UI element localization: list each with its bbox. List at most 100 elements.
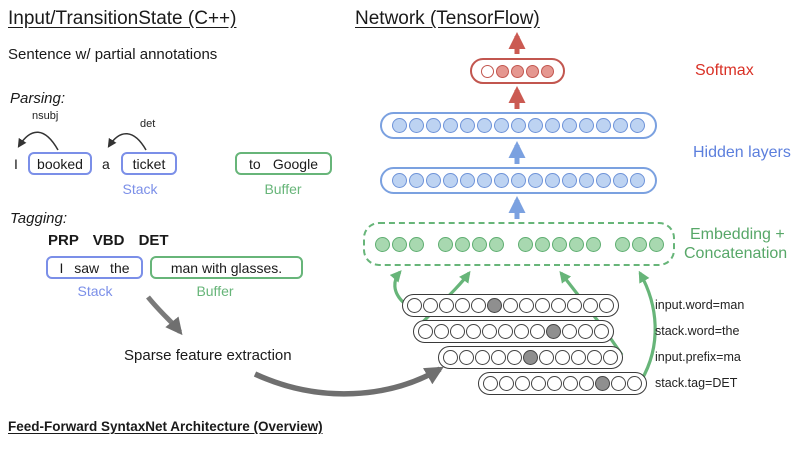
- parse-buffer-box: to Google: [235, 152, 332, 175]
- unit-circle: [551, 236, 567, 252]
- parse-word-a: a: [102, 156, 110, 172]
- unit-circle: [579, 376, 594, 391]
- unit-circle: [562, 173, 577, 188]
- unit-circle: [627, 376, 642, 391]
- unit-circle: [523, 350, 538, 365]
- feature1-to-embedding-arrow: [389, 270, 406, 305]
- sparse-extraction-label: Sparse feature extraction: [124, 347, 292, 364]
- parse-stack-box-booked: booked: [28, 152, 92, 175]
- unit-circle: [515, 376, 530, 391]
- tagging-buffer-label: Buffer: [196, 283, 234, 299]
- unit-circle: [567, 298, 582, 313]
- unit-circle: [528, 173, 543, 188]
- tagging-buffer-box: man with glasses.: [150, 256, 303, 279]
- unit-circle: [555, 350, 570, 365]
- unit-circle: [443, 173, 458, 188]
- sparse-vector-3: [438, 346, 623, 369]
- unit-circle: [519, 298, 534, 313]
- unit-circle: [648, 236, 664, 252]
- right-title: Network (TensorFlow): [355, 8, 540, 29]
- unit-circle: [578, 324, 593, 339]
- unit-circle: [481, 64, 494, 78]
- unit-circle: [455, 298, 470, 313]
- unit-circle: [511, 173, 526, 188]
- unit-circle: [535, 298, 550, 313]
- unit-circle: [499, 376, 514, 391]
- unit-circle: [482, 324, 497, 339]
- parse-word-i: I: [14, 156, 18, 172]
- unit-circle: [408, 236, 424, 252]
- hidden-layers-label: Hidden layers: [693, 144, 791, 161]
- nsubj-arc: [17, 131, 59, 151]
- unit-circle: [579, 118, 594, 133]
- unit-circle: [487, 298, 502, 313]
- subtitle: Sentence w/ partial annotations: [8, 46, 218, 63]
- sparse-vector-4: [478, 372, 647, 395]
- parsing-label: Parsing:: [10, 90, 66, 107]
- hidden-layer-1: [380, 112, 657, 139]
- unit-circle: [496, 64, 509, 78]
- tagging-stack-box: I saw the: [46, 256, 143, 279]
- unit-circle: [437, 236, 453, 252]
- unit-circle: [630, 173, 645, 188]
- embedding-layer: [363, 222, 675, 266]
- unit-circle: [471, 236, 487, 252]
- unit-circle: [494, 118, 509, 133]
- sparse-to-network-arrow: [253, 366, 444, 397]
- unit-circle: [439, 298, 454, 313]
- unit-circle: [483, 376, 498, 391]
- unit-circle: [443, 350, 458, 365]
- unit-circle: [392, 118, 407, 133]
- unit-circle: [545, 173, 560, 188]
- unit-circle: [613, 173, 628, 188]
- unit-circle: [534, 236, 550, 252]
- unit-circle: [426, 173, 441, 188]
- footer-caption: Feed-Forward SyntaxNet Architecture (Ove…: [8, 419, 323, 434]
- softmax-label: Softmax: [695, 62, 754, 79]
- unit-circle: [562, 324, 577, 339]
- unit-circle: [514, 324, 529, 339]
- unit-circle: [583, 298, 598, 313]
- unit-circle: [526, 64, 539, 78]
- unit-circle: [599, 298, 614, 313]
- unit-circle: [563, 376, 578, 391]
- unit-circle: [466, 324, 481, 339]
- unit-circle: [450, 324, 465, 339]
- unit-circle: [511, 64, 524, 78]
- sparse-feature-label-4: stack.tag=DET: [655, 376, 738, 390]
- unit-circle: [614, 236, 630, 252]
- unit-circle: [630, 118, 645, 133]
- unit-circle: [595, 376, 610, 391]
- unit-circle: [541, 64, 554, 78]
- unit-circle: [531, 376, 546, 391]
- unit-circle: [594, 324, 609, 339]
- unit-circle: [562, 118, 577, 133]
- unit-circle: [477, 173, 492, 188]
- pos-tags: PRP VBD DET: [48, 232, 169, 249]
- unit-circle: [460, 173, 475, 188]
- unit-circle: [392, 173, 407, 188]
- unit-circle: [459, 350, 474, 365]
- parse-buffer-label: Buffer: [264, 181, 302, 197]
- sparse-feature-label-1: input.word=man: [655, 298, 745, 312]
- unit-circle: [434, 324, 449, 339]
- parse-stack-box-ticket: ticket: [121, 152, 177, 175]
- tagging-label: Tagging:: [10, 210, 67, 227]
- embedding-label-line2: Concatenation: [684, 245, 788, 262]
- unit-circle: [391, 236, 407, 252]
- sparse-feature-label-2: stack.word=the: [655, 324, 740, 338]
- unit-circle: [491, 350, 506, 365]
- det-arc-label: det: [140, 118, 156, 130]
- unit-circle: [587, 350, 602, 365]
- unit-circle: [443, 118, 458, 133]
- embedding-label-line1: Embedding +: [690, 226, 785, 243]
- unit-circle: [407, 298, 422, 313]
- softmax-layer: [470, 58, 565, 84]
- unit-circle: [603, 350, 618, 365]
- unit-circle: [477, 118, 492, 133]
- feature4-to-embedding-arrow: [638, 270, 657, 382]
- unit-circle: [426, 118, 441, 133]
- embedding-group: [614, 236, 664, 252]
- unit-circle: [596, 118, 611, 133]
- unit-circle: [517, 236, 533, 252]
